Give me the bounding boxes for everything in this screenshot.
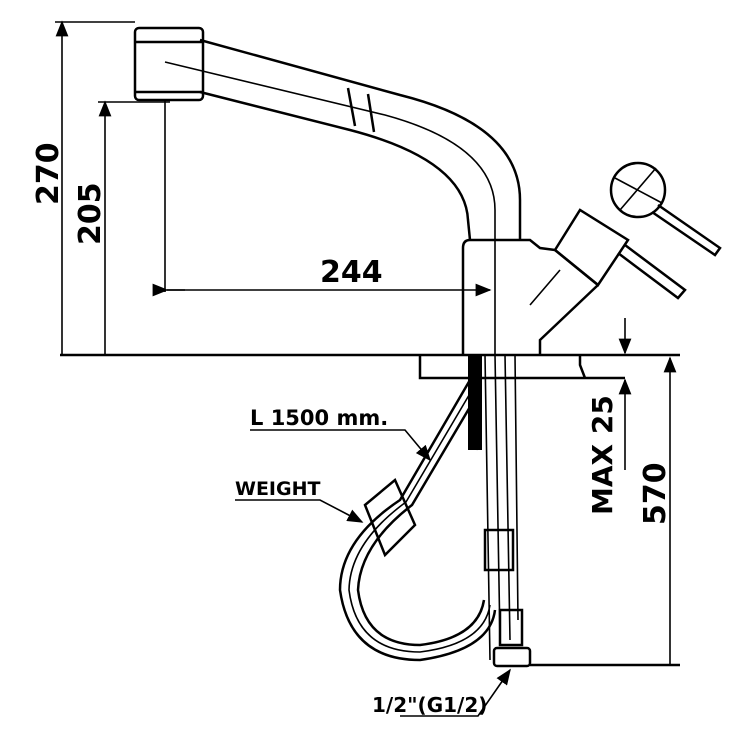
dimension-270: 270 bbox=[31, 20, 135, 355]
callout-connection: 1/2"(G1/2) bbox=[372, 668, 511, 717]
supply-hoses bbox=[468, 354, 680, 668]
spout-head bbox=[133, 26, 205, 102]
label-270: 270 bbox=[31, 142, 66, 205]
weight-block bbox=[363, 477, 417, 558]
label-connection: 1/2"(G1/2) bbox=[372, 693, 487, 717]
callout-weight: WEIGHT bbox=[235, 478, 364, 523]
label-244: 244 bbox=[320, 255, 383, 290]
label-570: 570 bbox=[638, 462, 673, 525]
label-weight: WEIGHT bbox=[235, 478, 321, 500]
label-max-25: MAX 25 bbox=[586, 395, 619, 515]
callout-hose-length: L 1500 mm. bbox=[250, 406, 432, 462]
mounting-plate bbox=[418, 355, 625, 380]
dimension-570: 570 bbox=[625, 354, 680, 665]
dimension-205: 205 bbox=[73, 100, 170, 355]
lever-detail-view bbox=[609, 161, 722, 257]
label-205: 205 bbox=[73, 182, 108, 245]
lever-handle bbox=[529, 208, 687, 355]
pull-out-hose bbox=[338, 379, 497, 662]
label-hose-length: L 1500 mm. bbox=[250, 406, 388, 430]
dimension-244: 244 bbox=[152, 100, 492, 297]
spout-arm bbox=[164, 38, 522, 355]
faucet-body bbox=[461, 238, 556, 355]
dimension-max-25: MAX 25 bbox=[586, 318, 632, 515]
